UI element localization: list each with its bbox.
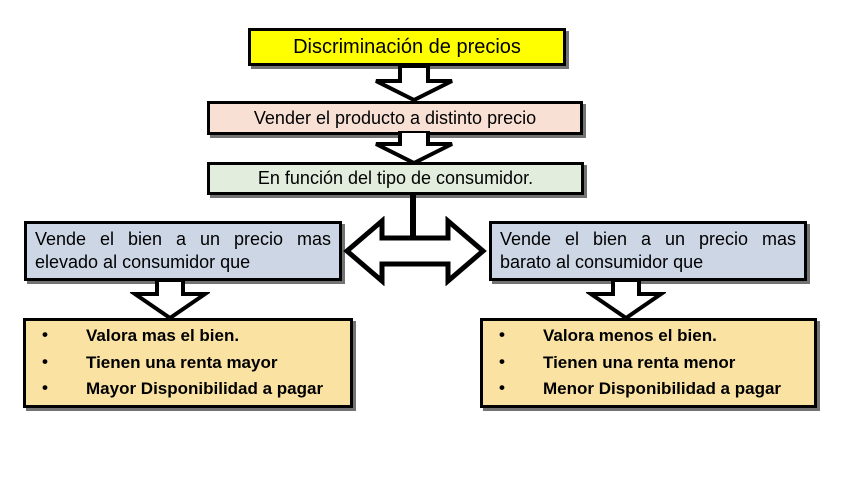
- node-consumer-label: En función del tipo de consumidor.: [257, 168, 534, 189]
- list-item: Valora mas el bien.: [42, 322, 350, 349]
- node-title-label: Discriminación de precios: [293, 35, 521, 58]
- list-item: Mayor Disponibilidad a pagar: [42, 375, 350, 402]
- node-caracteristicas-consumidor-alto: Valora mas el bien. Tienen una renta may…: [23, 318, 353, 408]
- node-precio-mas-elevado: Vende el bien a un precio mas elevado al…: [24, 221, 342, 281]
- list-item: Valora menos el bien.: [499, 322, 814, 349]
- buyer-low-bullet-list: Valora menos el bien. Tienen una renta m…: [483, 322, 814, 402]
- node-expensive-line2: elevado al consumidor que: [35, 252, 251, 272]
- node-cheap-line2: barato al consumidor que: [500, 252, 704, 272]
- node-expensive-text: Vende el bien a un precio mas elevado al…: [35, 228, 331, 274]
- node-expensive-line1: Vende el bien a un precio mas: [35, 228, 331, 249]
- arrow-expensive-to-buyers-icon: [130, 280, 210, 320]
- list-item: Tienen una renta mayor: [42, 349, 350, 376]
- buyer-high-bullet-list: Valora mas el bien. Tienen una renta may…: [26, 322, 350, 402]
- arrow-sell-to-consumer-icon: [371, 131, 457, 165]
- node-cheap-text: Vende el bien a un precio mas barato al …: [500, 228, 796, 274]
- arrow-title-to-sell-icon: [371, 66, 457, 102]
- node-caracteristicas-consumidor-bajo: Valora menos el bien. Tienen una renta m…: [480, 318, 817, 408]
- arrow-cheap-to-buyers-icon: [586, 280, 666, 320]
- node-vender-el-producto: Vender el producto a distinto precio: [207, 101, 583, 135]
- node-cheap-line1: Vende el bien a un precio mas: [500, 228, 796, 249]
- arrow-split-double-headed-icon: [342, 216, 488, 286]
- node-sell-label: Vender el producto a distinto precio: [253, 107, 537, 128]
- list-item: Menor Disponibilidad a pagar: [499, 375, 814, 402]
- node-discriminacion-de-precios: Discriminación de precios: [248, 28, 566, 66]
- list-item: Tienen una renta menor: [499, 349, 814, 376]
- node-en-funcion-del-tipo-de-consumidor: En función del tipo de consumidor.: [207, 162, 584, 195]
- connector-stem-vertical-line: [410, 194, 416, 260]
- node-precio-mas-barato: Vende el bien a un precio mas barato al …: [489, 221, 807, 281]
